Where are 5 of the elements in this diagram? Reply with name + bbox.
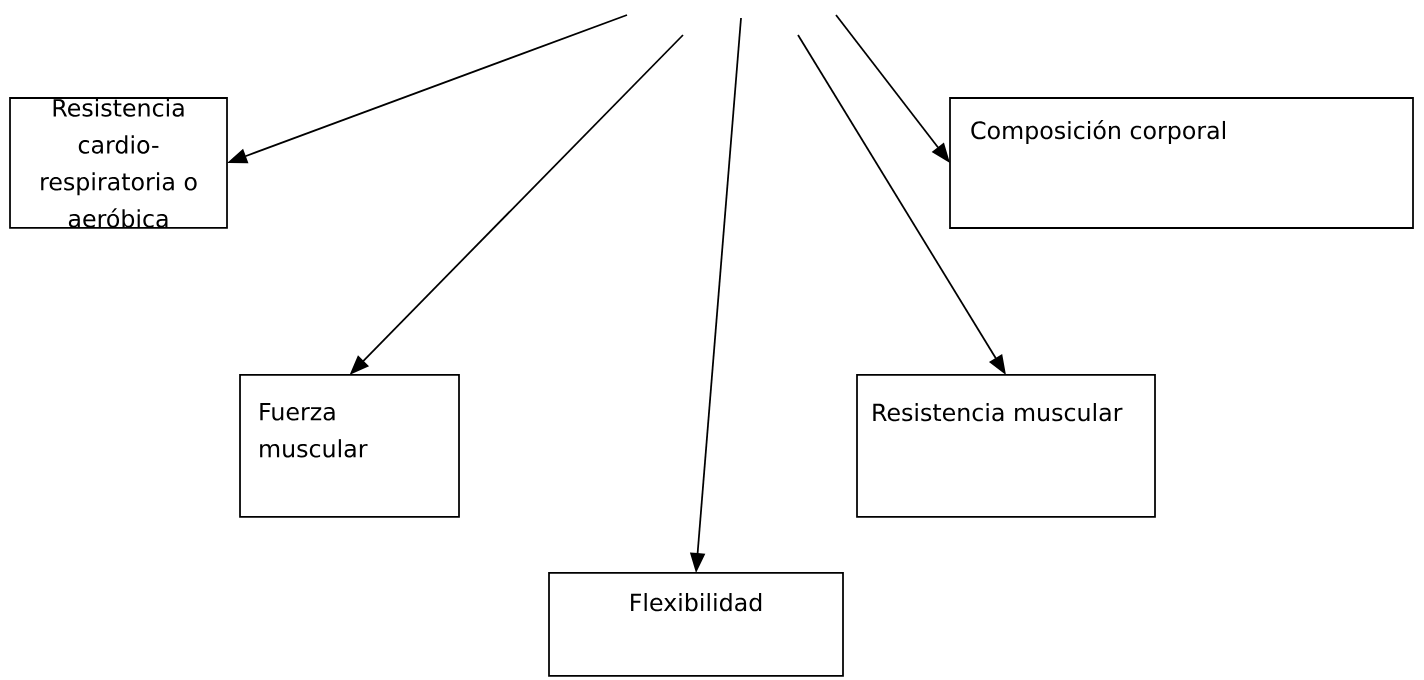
text-box: Resistencia cardio-respiratoria o aeróbica <box>9 97 228 229</box>
text-box: Resistencia muscular <box>856 374 1156 518</box>
text-box: Composición corporal <box>949 97 1414 229</box>
text-box: Flexibilidad <box>548 572 844 677</box>
text-box: Fuerza muscular <box>239 374 460 518</box>
